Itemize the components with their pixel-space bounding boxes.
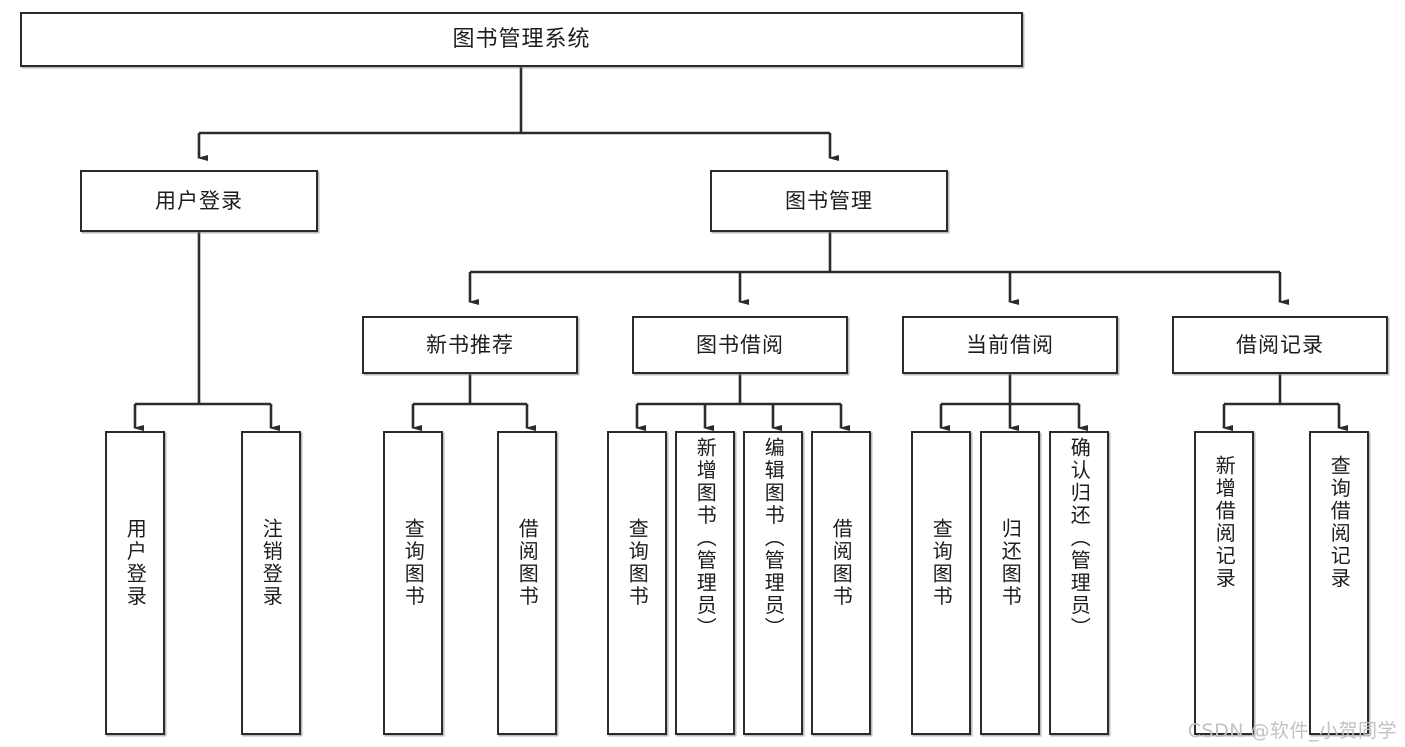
- leaf-query-book-current-label: 查询图书: [929, 518, 954, 608]
- node-current-borrow-label: 当前借阅: [966, 332, 1054, 357]
- leaf-query-book-borrow[interactable]: 查询图书: [607, 431, 667, 735]
- leaf-user-login-label: 用户登录: [123, 518, 148, 608]
- leaf-query-borrow-record[interactable]: 查询借阅记录: [1309, 431, 1369, 735]
- leaf-confirm-return-admin[interactable]: 确认归还（管理员）: [1049, 431, 1109, 735]
- leaf-query-book-borrow-label: 查询图书: [625, 518, 650, 608]
- leaf-borrow-book-recommend-label: 借阅图书: [515, 518, 540, 608]
- leaf-add-borrow-record-label: 新增借阅记录: [1212, 455, 1237, 590]
- leaf-logout-label: 注销登录: [259, 518, 284, 608]
- leaf-confirm-return-admin-label: 确认归还（管理员）: [1067, 437, 1092, 640]
- node-new-book-recommend[interactable]: 新书推荐: [362, 316, 578, 374]
- leaf-user-login[interactable]: 用户登录: [105, 431, 165, 735]
- leaf-add-borrow-record[interactable]: 新增借阅记录: [1194, 431, 1254, 735]
- leaf-return-book-label: 归还图书: [998, 518, 1023, 608]
- node-new-book-recommend-label: 新书推荐: [426, 332, 514, 357]
- leaf-query-book-recommend[interactable]: 查询图书: [383, 431, 443, 735]
- leaf-query-borrow-record-label: 查询借阅记录: [1327, 455, 1352, 590]
- leaf-borrow-book[interactable]: 借阅图书: [811, 431, 871, 735]
- node-book-borrow-label: 图书借阅: [696, 332, 784, 357]
- node-user-login-label: 用户登录: [155, 188, 243, 213]
- leaf-add-book-admin[interactable]: 新增图书（管理员）: [675, 431, 735, 735]
- leaf-borrow-book-recommend[interactable]: 借阅图书: [497, 431, 557, 735]
- leaf-query-book-recommend-label: 查询图书: [401, 518, 426, 608]
- node-root[interactable]: 图书管理系统: [20, 12, 1023, 67]
- leaf-add-book-admin-label: 新增图书（管理员）: [693, 437, 718, 640]
- node-book-management[interactable]: 图书管理: [710, 170, 948, 232]
- node-borrow-records-label: 借阅记录: [1236, 332, 1324, 357]
- watermark-text: CSDN @软件_小贺同学: [1187, 720, 1397, 742]
- node-borrow-records[interactable]: 借阅记录: [1172, 316, 1388, 374]
- leaf-logout[interactable]: 注销登录: [241, 431, 301, 735]
- leaf-borrow-book-label: 借阅图书: [829, 518, 854, 608]
- node-root-label: 图书管理系统: [452, 26, 591, 52]
- leaf-edit-book-admin[interactable]: 编辑图书（管理员）: [743, 431, 803, 735]
- leaf-edit-book-admin-label: 编辑图书（管理员）: [761, 437, 786, 640]
- node-current-borrow[interactable]: 当前借阅: [902, 316, 1118, 374]
- node-book-borrow[interactable]: 图书借阅: [632, 316, 848, 374]
- leaf-return-book[interactable]: 归还图书: [980, 431, 1040, 735]
- node-user-login[interactable]: 用户登录: [80, 170, 318, 232]
- node-book-management-label: 图书管理: [785, 188, 873, 213]
- leaf-query-book-current[interactable]: 查询图书: [911, 431, 971, 735]
